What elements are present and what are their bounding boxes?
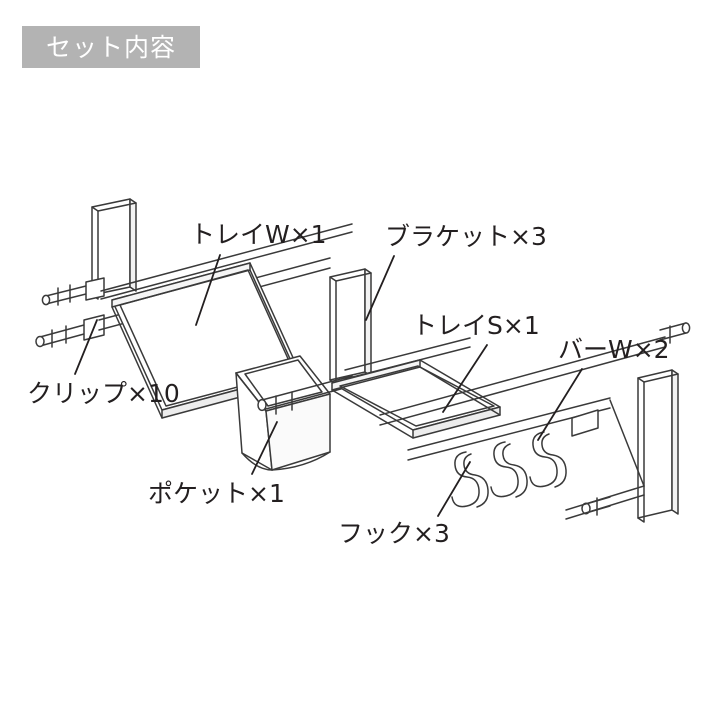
callout-label-tray-s: トレイS×1 [412, 311, 540, 340]
rear-bar-left [100, 223, 353, 300]
clip-group-left [35, 277, 105, 348]
callout-label-bracket: ブラケット×3 [385, 222, 547, 251]
callout-label-clip: クリップ×10 [27, 379, 180, 408]
leader-clip [74, 319, 98, 375]
hook-3 [529, 431, 567, 488]
leader-hook [437, 461, 471, 517]
leader-pocket [251, 421, 278, 475]
bracket-plate-right [637, 369, 679, 523]
hook-group [451, 431, 567, 508]
right-support-strut [565, 399, 645, 520]
pocket-container [235, 355, 331, 471]
callout-label-hook: フック×3 [338, 519, 450, 548]
leader-bracket [365, 255, 395, 321]
tray-s-panel [331, 359, 501, 439]
bracket-plate-middle [329, 268, 372, 385]
front-bar-right [379, 336, 666, 426]
front-bar-middle [257, 375, 353, 415]
leader-bar-w [537, 368, 583, 441]
leader-lines [74, 254, 583, 517]
bracket-plate-left [91, 198, 137, 300]
callout-label-tray-w: トレイW×1 [190, 220, 327, 249]
hook-2 [490, 441, 528, 498]
section-header-label: セット内容 [45, 32, 176, 62]
hook-1 [451, 451, 489, 508]
leader-tray-s [442, 344, 488, 413]
callout-label-bar-w: バーW×2 [558, 335, 670, 364]
section-header-badge: セット内容 [22, 26, 200, 68]
leader-tray-w [195, 254, 221, 326]
callout-label-pocket: ポケット×1 [148, 479, 285, 508]
